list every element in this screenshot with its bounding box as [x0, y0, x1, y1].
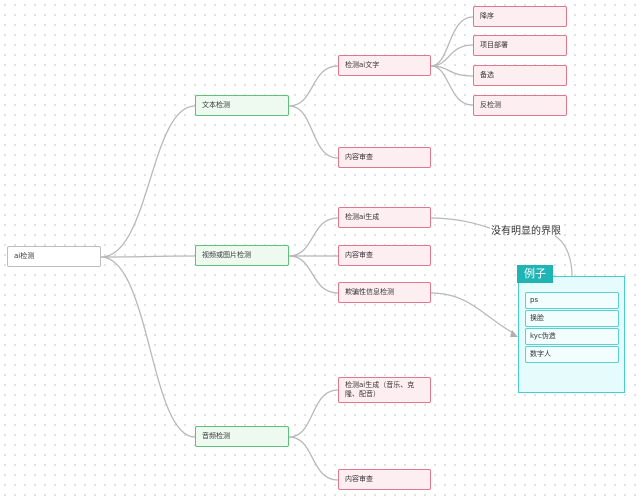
node-label: 检测ai生成 [345, 213, 380, 221]
branch-label: 音频检测 [202, 432, 230, 440]
node-detect-ai-text[interactable]: 检测ai文字 [338, 55, 431, 76]
node-anti-detection[interactable]: 反检测 [473, 95, 567, 116]
node-content-review-text[interactable]: 内容审查 [338, 147, 431, 168]
node-label: 降序 [480, 12, 494, 20]
branch-audio-detection[interactable]: 音频检测 [195, 426, 289, 447]
node-label: 反检测 [480, 101, 501, 109]
example-title: 例子 [517, 265, 553, 283]
branch-video-image-detection[interactable]: 视频或图片检测 [195, 245, 289, 266]
node-label: 内容审查 [345, 475, 373, 483]
example-item-ps[interactable]: ps [525, 292, 619, 309]
branch-text-detection[interactable]: 文本检测 [195, 95, 289, 116]
node-descending[interactable]: 降序 [473, 6, 567, 27]
annotation-note[interactable]: 没有明显的界限 [491, 226, 561, 237]
root-label: ai检测 [14, 252, 35, 260]
root-node[interactable]: ai检测 [7, 246, 101, 267]
node-label: 欺骗性信息检测 [345, 288, 394, 296]
node-label: 备选 [480, 71, 494, 79]
node-label: 内容审查 [345, 251, 373, 259]
node-label: 检测ai文字 [345, 61, 380, 69]
node-label: 检测ai生成（音乐、克隆、配音） [345, 381, 415, 398]
node-label: 内容审查 [345, 153, 373, 161]
branch-label: 视频或图片检测 [202, 251, 251, 259]
node-detect-ai-generated-audio[interactable]: 检测ai生成（音乐、克隆、配音） [338, 377, 431, 403]
example-item-kyc-forgery[interactable]: kyc伪造 [525, 328, 619, 345]
branch-label: 文本检测 [202, 101, 230, 109]
node-alternative[interactable]: 备选 [473, 65, 567, 86]
node-label: 项目部署 [480, 41, 508, 49]
node-deceptive-info-detection[interactable]: 欺骗性信息检测 [338, 282, 431, 303]
node-detect-ai-generated-media[interactable]: 检测ai生成 [338, 207, 431, 228]
example-item-face-swap[interactable]: 换脸 [525, 310, 619, 327]
node-content-review-media[interactable]: 内容审查 [338, 245, 431, 266]
node-deployment[interactable]: 项目部署 [473, 35, 567, 56]
example-item-digital-human[interactable]: 数字人 [525, 346, 619, 363]
node-content-review-audio[interactable]: 内容审查 [338, 469, 431, 490]
